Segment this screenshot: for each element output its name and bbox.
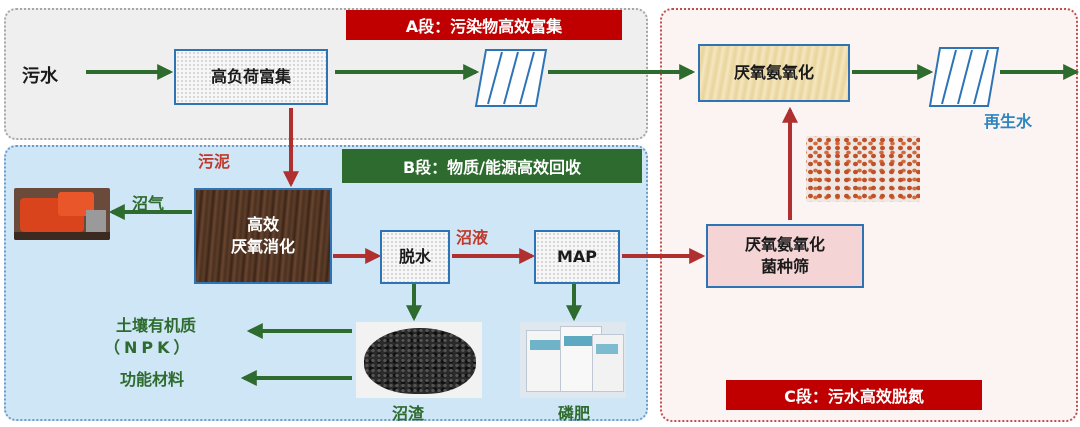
anaerobic-digestion-box: 高效 厌氧消化 [194,188,332,284]
enrichment-box: 高负荷富集 [174,49,328,105]
granular-sludge-image [806,136,920,202]
anammox-box: 厌氧氨氧化 [698,44,850,102]
anammox-label: 厌氧氨氧化 [733,63,814,82]
filter-icon [474,49,548,107]
section-c-banner: C段：污水高效脱氮 [726,380,982,410]
enrichment-label: 高负荷富集 [210,67,291,86]
map-label: MAP [556,247,598,266]
anammox-screen-box: 厌氧氨氧化 菌种筛 [706,224,864,288]
section-a-banner: A段：污染物高效富集 [346,10,622,40]
screen-label-line1: 厌氧氨氧化 [744,235,825,254]
filter-icon [928,47,1000,107]
digestate-residue-image [356,322,482,398]
section-b-banner: B段：物质/能源高效回收 [342,149,642,183]
dewatering-box: 脱水 [380,230,450,284]
phosphate-fertilizer-label: 磷肥 [558,404,591,423]
map-box: MAP [534,230,620,284]
soil-organic-matter-label: 土壤有机质 [116,316,197,335]
dewatering-label: 脱水 [398,247,431,266]
screen-label-line2: 菌种筛 [760,257,809,276]
npk-label: （NPK） [104,338,194,357]
digestate-residue-label: 沼渣 [392,404,425,423]
sludge-label: 污泥 [198,152,231,171]
biogas-generator-image [14,188,110,240]
phosphate-fertilizer-bags-image [520,322,626,398]
wastewater-label: 污水 [22,66,58,87]
reclaimed-water-label: 再生水 [984,112,1033,131]
supernatant-label: 沼液 [456,228,489,247]
functional-material-label: 功能材料 [120,370,185,389]
digestion-label-line1: 高效 [246,215,279,234]
digestion-label-line2: 厌氧消化 [230,237,295,256]
biogas-label: 沼气 [132,194,165,213]
